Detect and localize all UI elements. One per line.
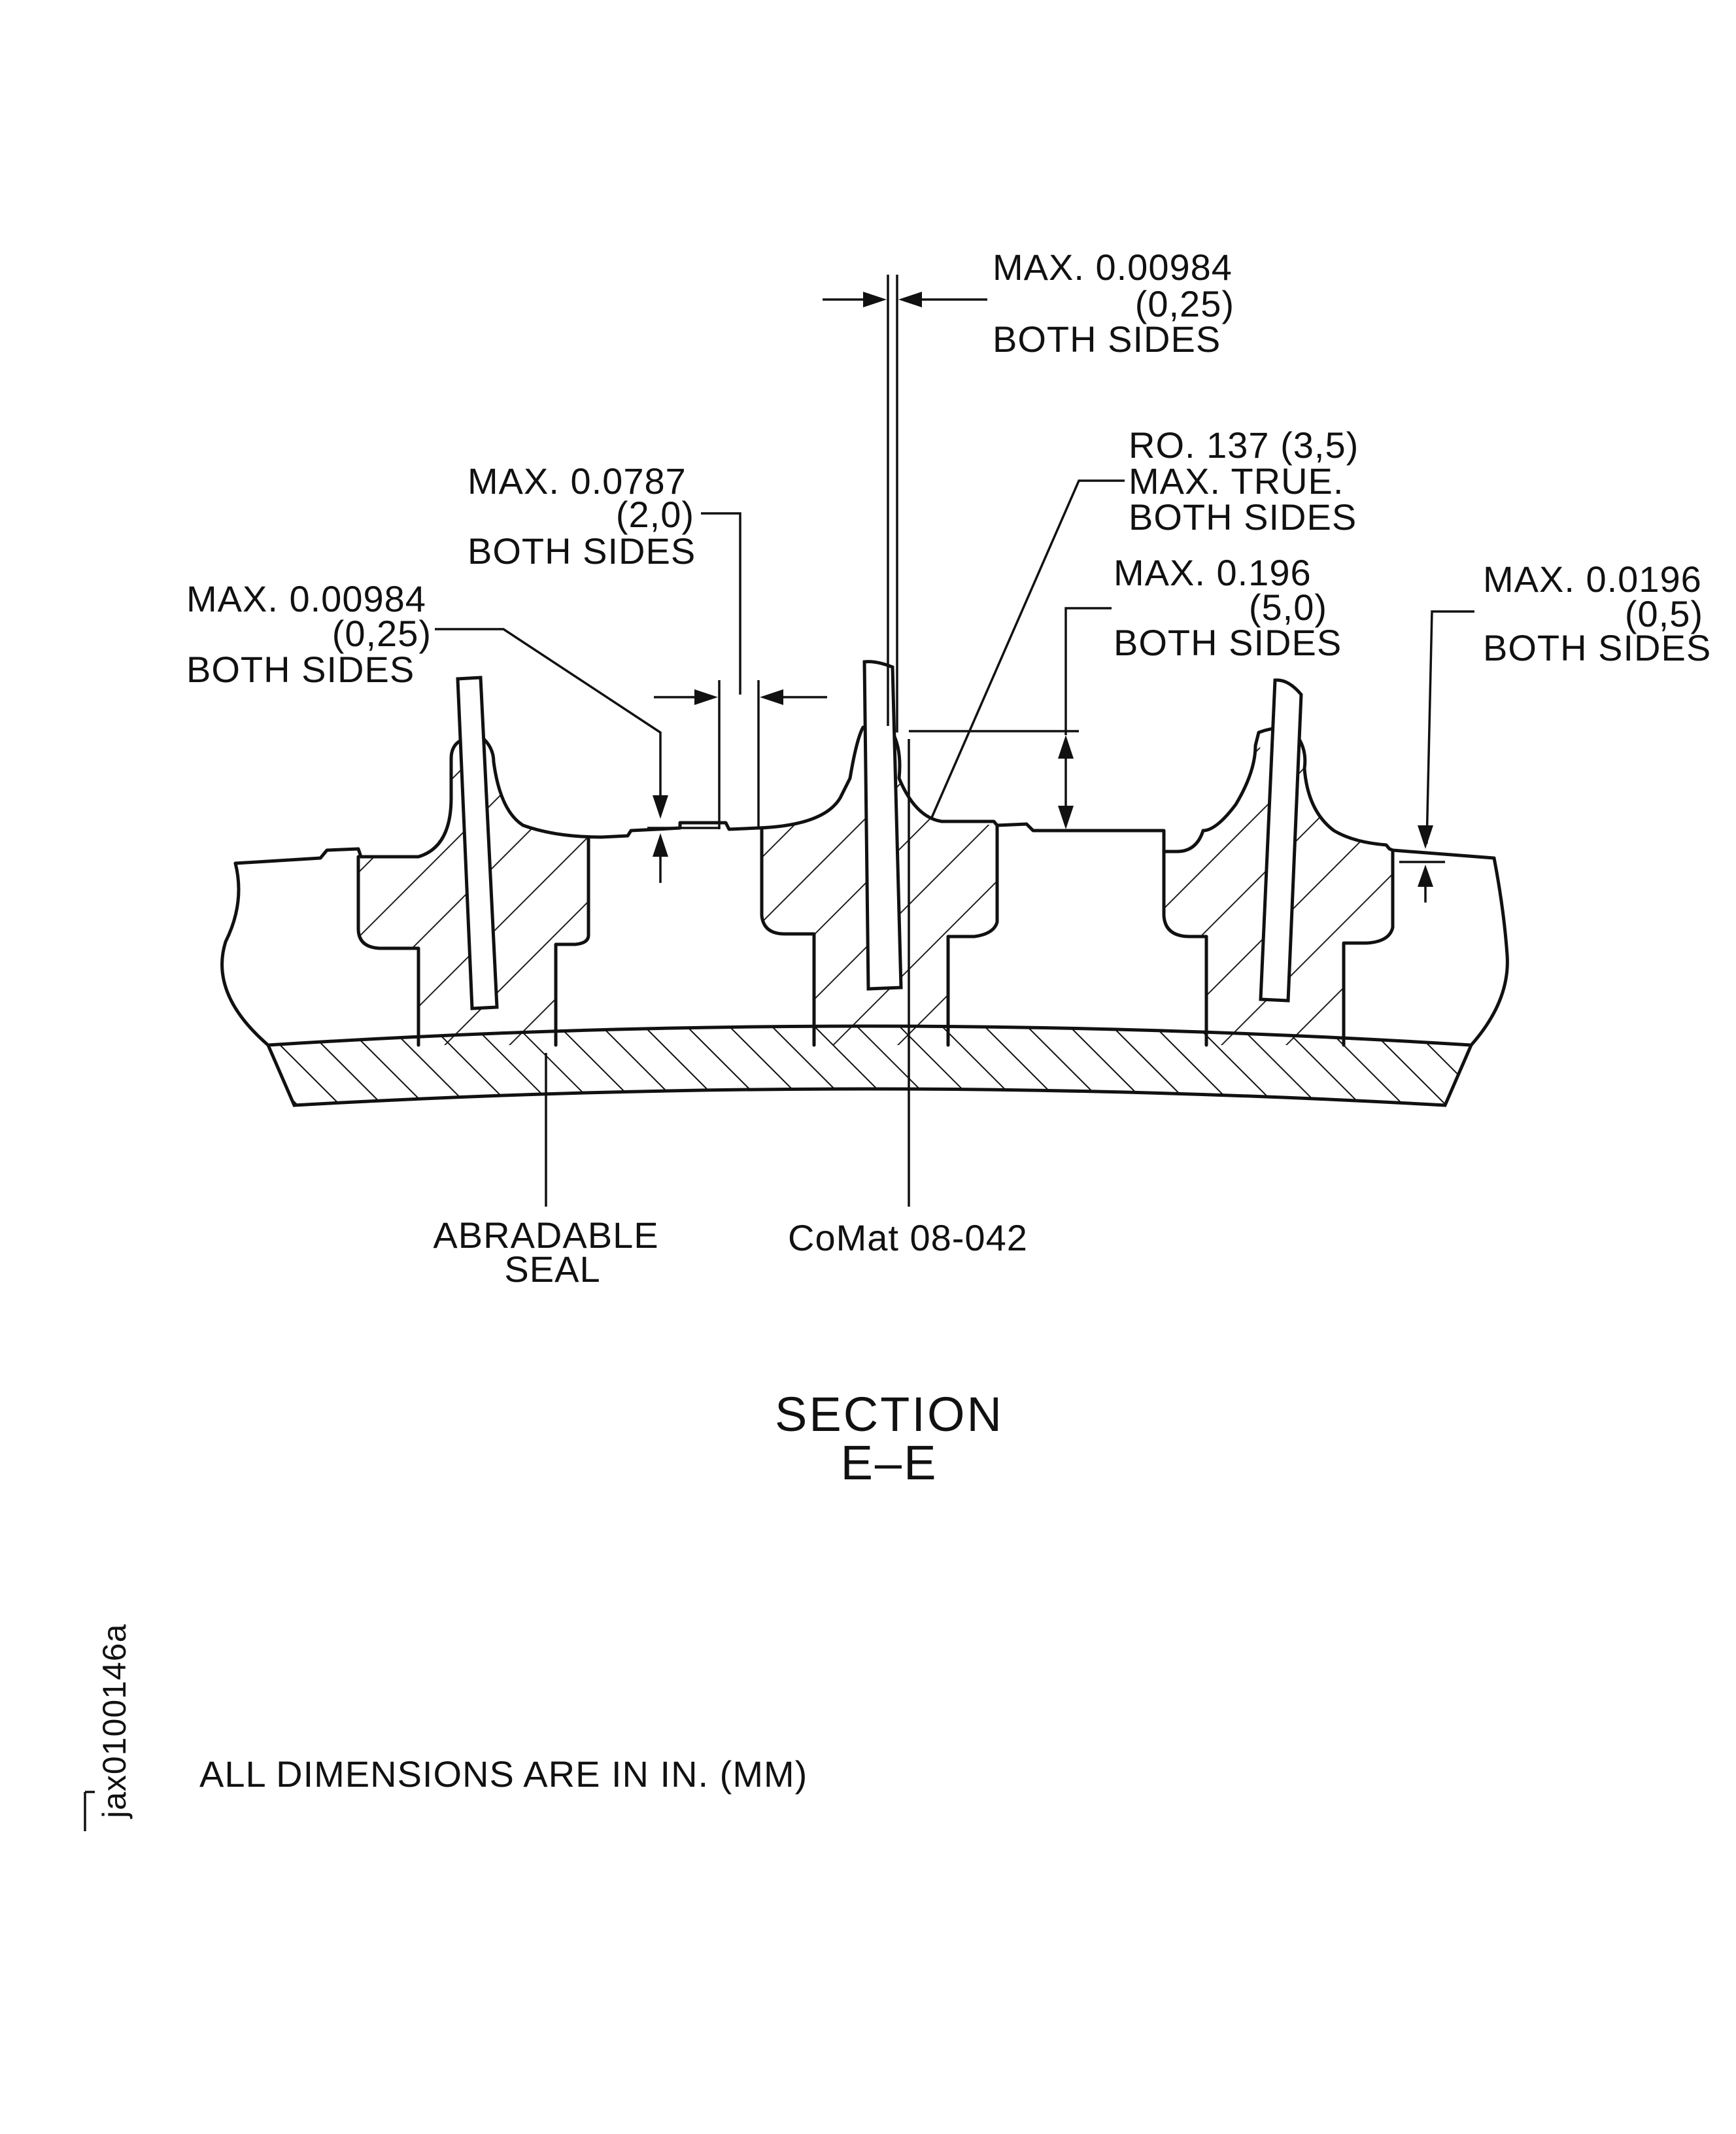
figure-id: jax0100146a: [84, 1624, 133, 1831]
callout-far-left-line3: BOTH SIDES: [186, 649, 415, 690]
abradable-seal-band: [265, 1024, 1474, 1107]
callout-far-right-line2: (0,5): [1625, 593, 1703, 634]
callout-far-left-line2: (0,25): [332, 613, 432, 654]
callout-radius-line1: RO. 137 (3,5): [1129, 424, 1359, 466]
callout-mid-left-line2: (2,0): [616, 494, 694, 535]
callout-far-right-line1: MAX. 0.0196: [1483, 559, 1702, 600]
callout-far-left-line1: MAX. 0.00984: [186, 578, 426, 619]
section-title-line1: SECTION: [775, 1387, 1004, 1441]
callout-top-center: MAX. 0.00984 (0,25) BOTH SIDES: [993, 247, 1234, 360]
callout-mid-left-line1: MAX. 0.0787: [468, 460, 687, 502]
bottom-labels: ABRADABLE SEAL CoMat 08-042: [433, 1214, 1027, 1290]
dimensions-note: ALL DIMENSIONS ARE IN IN. (MM): [199, 1753, 808, 1795]
callout-mid-right: MAX. 0.196 (5,0) BOTH SIDES: [1114, 552, 1342, 663]
callout-radius-line3: BOTH SIDES: [1129, 496, 1357, 538]
callout-mid-right-line2: (5,0): [1249, 587, 1327, 628]
dimension-lines: [435, 275, 1474, 1207]
comat-label: CoMat 08-042: [788, 1217, 1028, 1258]
figure-id-text: jax0100146a: [96, 1624, 133, 1819]
callout-radius: RO. 137 (3,5) MAX. TRUE. BOTH SIDES: [1129, 424, 1359, 538]
callout-top-center-line2: (0,25): [1135, 283, 1234, 324]
abradable-seal-label-line1: ABRADABLE: [433, 1214, 658, 1256]
abradable-seal-label-line2: SEAL: [504, 1248, 600, 1290]
blades: [456, 660, 1303, 1010]
callout-far-left: MAX. 0.00984 (0,25) BOTH SIDES: [186, 578, 432, 690]
callout-top-center-line1: MAX. 0.00984: [993, 247, 1233, 288]
callout-mid-left-line3: BOTH SIDES: [468, 530, 696, 572]
callout-top-center-line3: BOTH SIDES: [993, 318, 1221, 360]
callout-mid-left: MAX. 0.0787 (2,0) BOTH SIDES: [468, 460, 696, 572]
section-title-line2: E–E: [841, 1436, 938, 1490]
callout-mid-right-line3: BOTH SIDES: [1114, 622, 1342, 663]
callout-radius-line2: MAX. TRUE.: [1129, 460, 1344, 502]
callout-far-right: MAX. 0.0196 (0,5) BOTH SIDES: [1483, 559, 1711, 668]
callout-mid-right-line1: MAX. 0.196: [1114, 552, 1312, 593]
callout-far-right-line3: BOTH SIDES: [1483, 627, 1711, 668]
section-title: SECTION E–E: [775, 1387, 1004, 1490]
